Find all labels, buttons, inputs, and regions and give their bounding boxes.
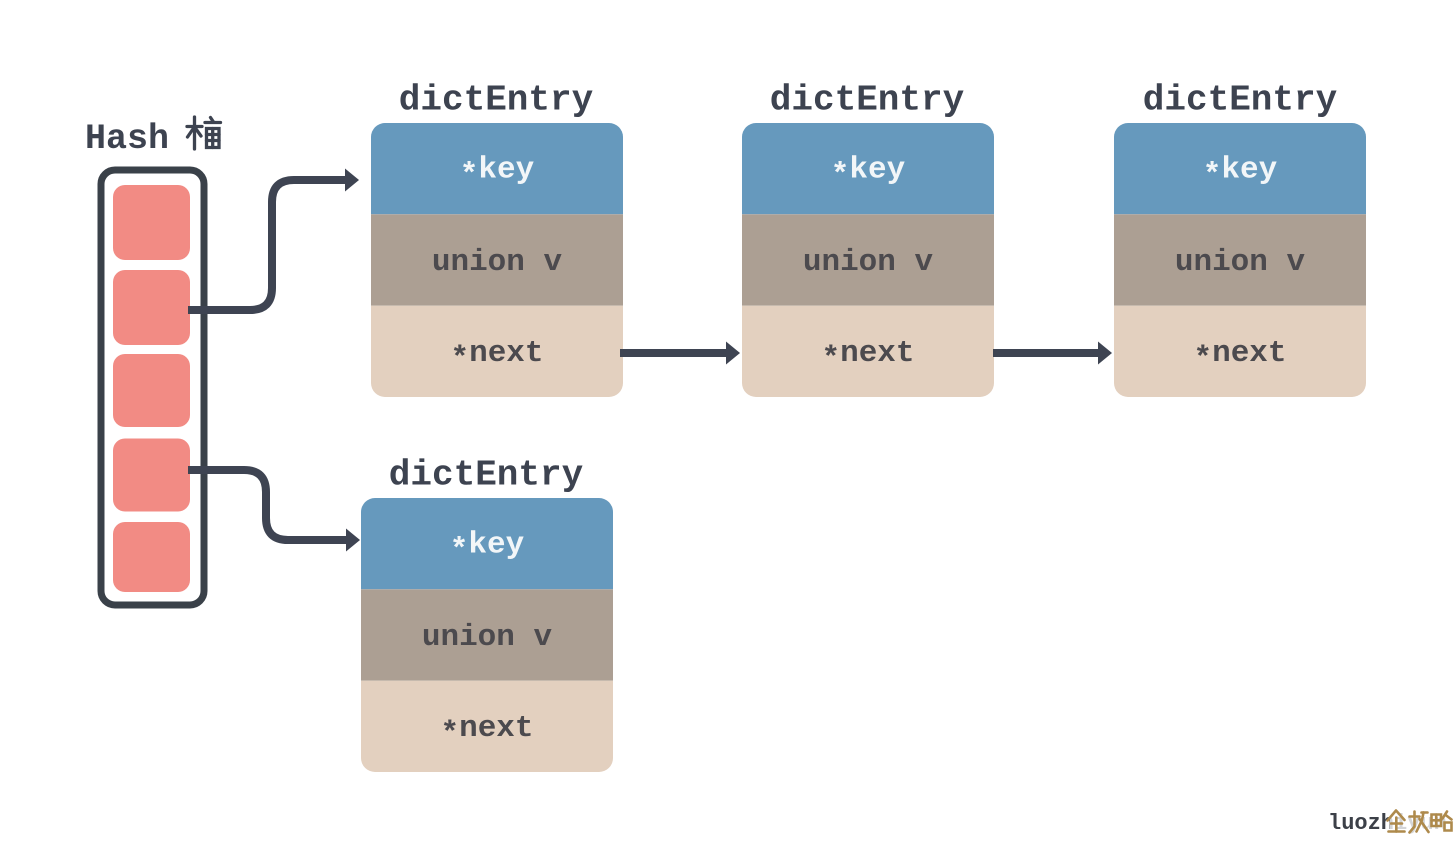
svg-text:union v: union v — [422, 620, 553, 655]
svg-text:Hash: Hash — [85, 119, 169, 159]
svg-text:dictEntry: dictEntry — [399, 80, 593, 121]
svg-text:*next: *next — [450, 336, 543, 377]
svg-text:*key: *key — [450, 528, 525, 569]
svg-text:union v: union v — [803, 245, 934, 280]
svg-text:*key: *key — [1203, 153, 1278, 194]
svg-text:*next: *next — [821, 336, 914, 377]
svg-text:dictEntry: dictEntry — [389, 455, 583, 496]
svg-text:*next: *next — [440, 711, 533, 752]
svg-text:dictEntry: dictEntry — [770, 80, 964, 121]
svg-text:union v: union v — [1175, 245, 1306, 280]
svg-text:union v: union v — [432, 245, 563, 280]
svg-text:*key: *key — [831, 153, 906, 194]
svg-text:*next: *next — [1193, 336, 1286, 377]
svg-text:*key: *key — [460, 153, 535, 194]
svg-text:dictEntry: dictEntry — [1143, 80, 1337, 121]
